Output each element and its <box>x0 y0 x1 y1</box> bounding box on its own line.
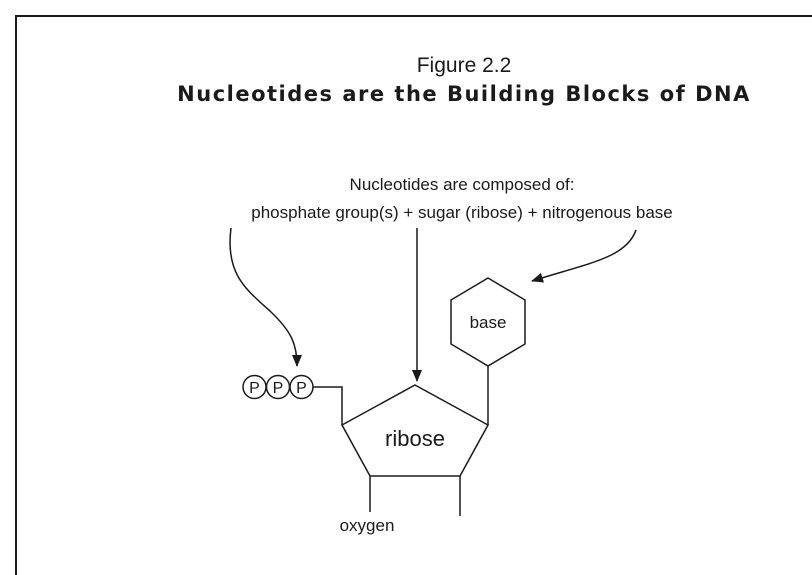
phosphate-group: P P P <box>242 374 314 400</box>
phosphate-sugar-bond <box>313 386 343 425</box>
oxygen-label: oxygen <box>340 516 395 535</box>
base-label: base <box>470 313 507 332</box>
caption-line-1: Nucleotides are composed of: <box>350 175 575 194</box>
figure-label: Figure 2.2 <box>417 54 512 77</box>
figure-title: Nucleotides are the Building Blocks of D… <box>177 82 751 106</box>
ribose-label: ribose <box>385 426 445 451</box>
phosphate-label: P <box>249 380 260 397</box>
phosphate-arrow <box>229 227 302 367</box>
phosphate-label: P <box>296 380 307 397</box>
phosphate-label: P <box>273 380 284 397</box>
figure-frame <box>15 15 812 575</box>
base-hexagon <box>450 277 526 367</box>
base-arrow <box>531 229 637 283</box>
ribose-pentagon <box>340 384 490 477</box>
caption-line-2: phosphate group(s) + sugar (ribose) + ni… <box>251 203 672 222</box>
